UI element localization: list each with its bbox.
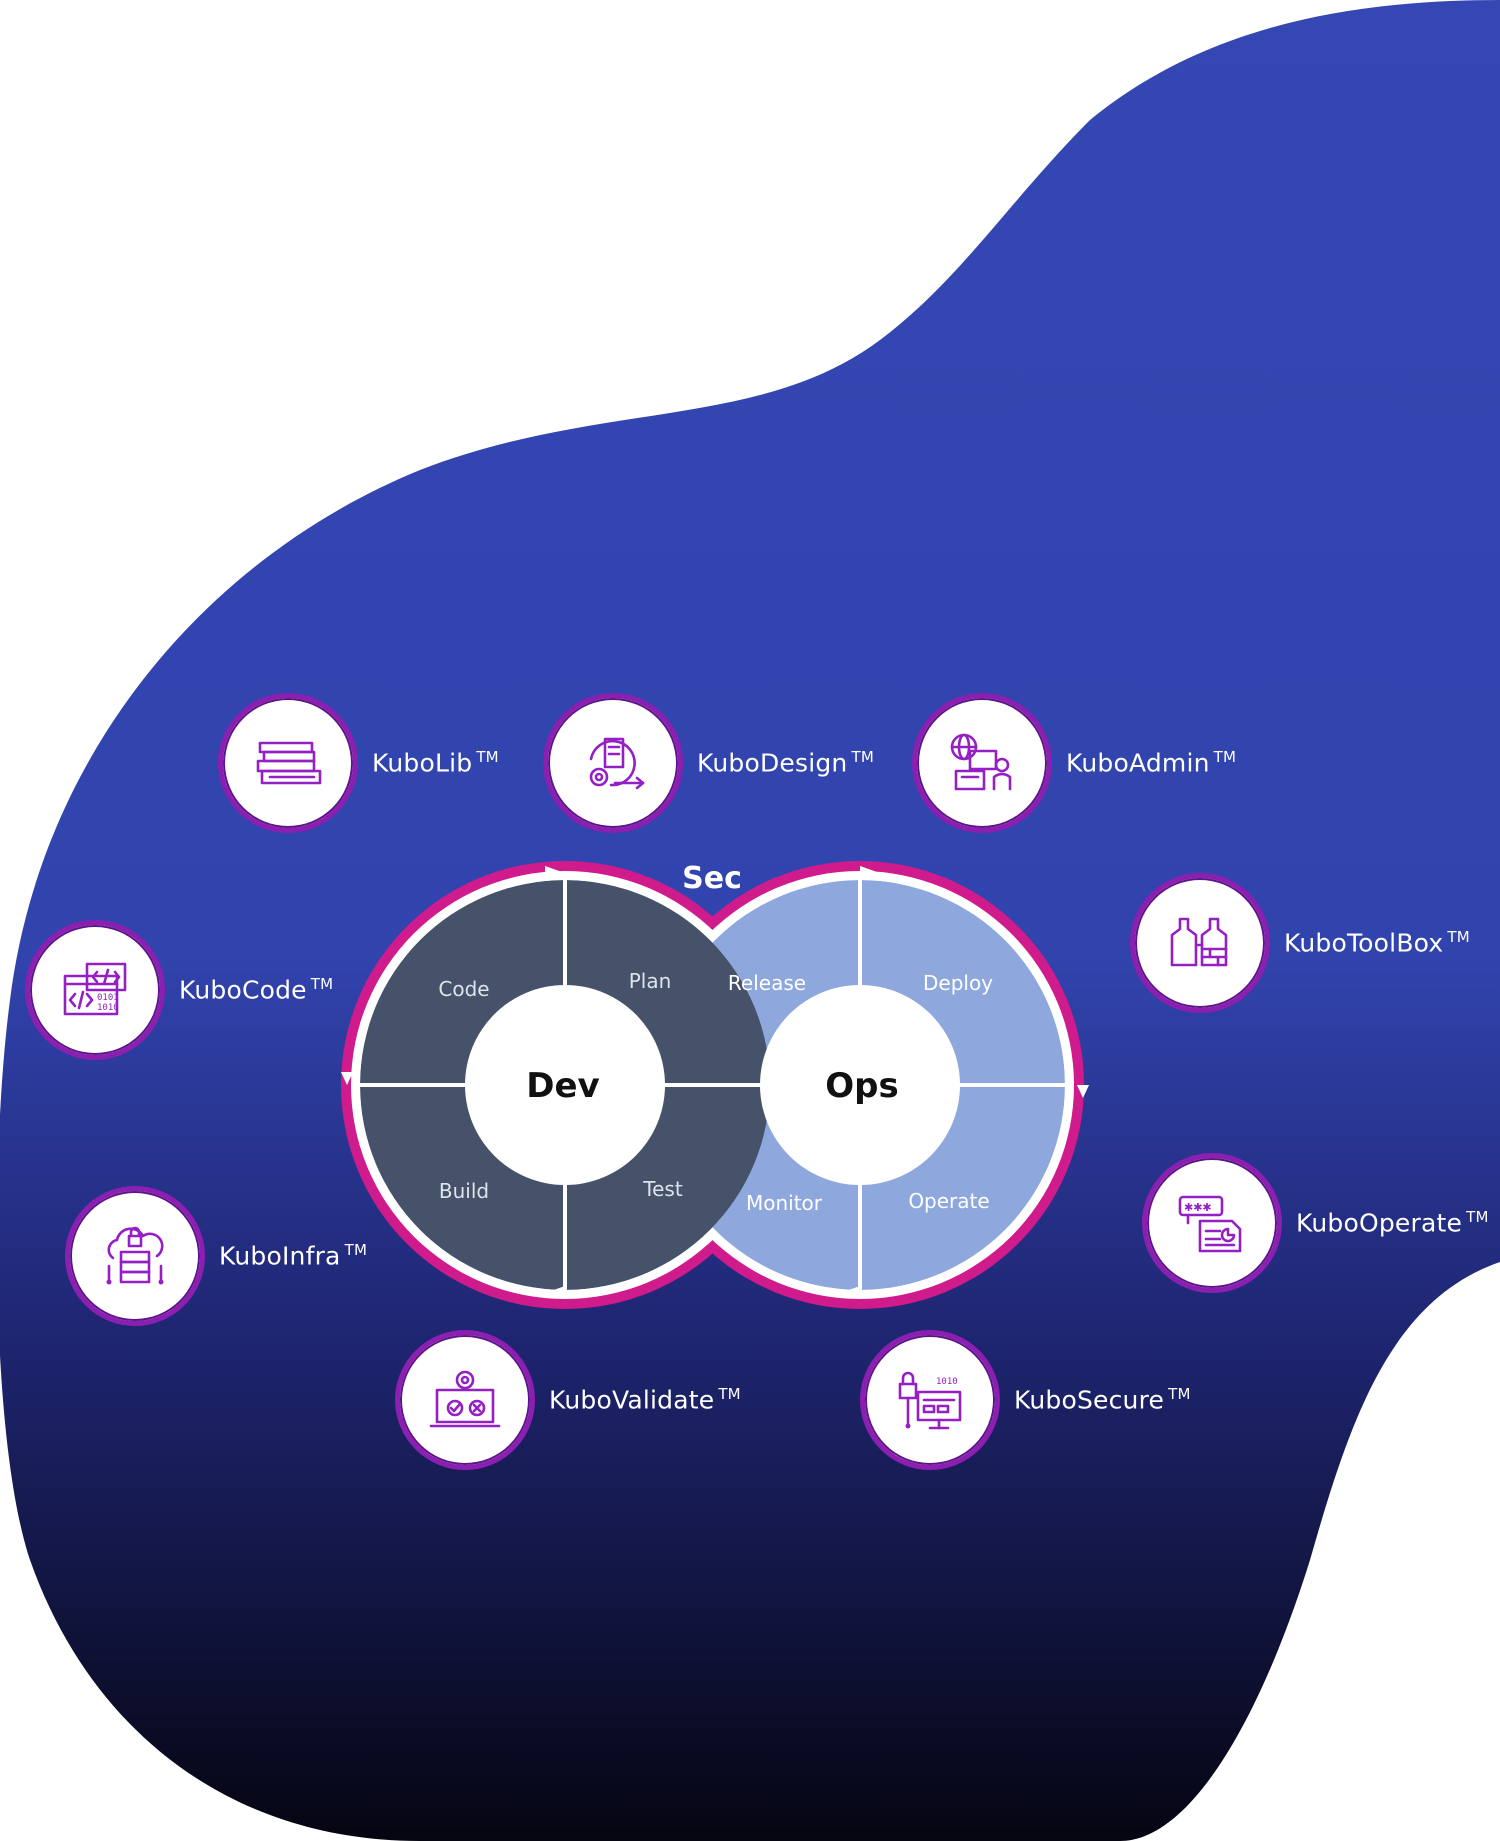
trademark: TM (1168, 1385, 1191, 1404)
tool-bubble: 1010 (860, 1330, 1000, 1470)
tool-bubble (65, 1186, 205, 1326)
trademark: TM (310, 975, 334, 994)
loop-arrows (341, 866, 1089, 1298)
tool-bubble (218, 693, 358, 833)
svg-text:0101: 0101 (97, 993, 119, 1003)
segment-monitor: Monitor (746, 1191, 823, 1215)
tool-bubble (1130, 873, 1270, 1013)
ops-hub (760, 985, 960, 1185)
dev-label: Dev (526, 1066, 599, 1106)
segment-operate: Operate (908, 1189, 989, 1213)
tool-label: KuboSecure (1014, 1385, 1165, 1415)
trademark: TM (476, 748, 499, 767)
operate-report-icon: ✱✱✱ (1178, 1195, 1242, 1253)
tool-label: KuboOperate (1296, 1208, 1463, 1238)
trademark: TM (1466, 1208, 1489, 1227)
tool-bubble (912, 693, 1052, 833)
segment-release: Release (728, 971, 806, 995)
tool-label: KuboToolBox (1284, 928, 1444, 958)
trademark: TM (718, 1385, 741, 1404)
tool-label: KuboCode (179, 975, 307, 1005)
tool-label: KuboValidate (549, 1385, 715, 1415)
design-cycle-icon (589, 737, 645, 790)
trademark: TM (1447, 928, 1470, 947)
tool-label: KuboDesign (697, 748, 848, 778)
sec-label: Sec (682, 861, 742, 896)
segment-plan: Plan (629, 969, 672, 993)
toolbox-icon (1170, 917, 1228, 967)
tool-bubble: ✱✱✱ (1142, 1153, 1282, 1293)
secure-monitor-icon: 1010 (898, 1371, 962, 1430)
segment-code: Code (438, 977, 489, 1001)
trademark: TM (851, 748, 874, 767)
tool-bubble (395, 1330, 535, 1470)
svg-text:1010: 1010 (97, 1003, 119, 1013)
tool-label: KuboLib (372, 748, 473, 778)
svg-text:✱✱✱: ✱✱✱ (1184, 1201, 1212, 1214)
tool-label: KuboAdmin (1066, 748, 1210, 778)
cloud-server-icon (106, 1226, 164, 1285)
validate-laptop-icon (429, 1370, 501, 1428)
segment-build: Build (439, 1179, 489, 1203)
books-icon (256, 741, 322, 785)
trademark: TM (1213, 748, 1237, 767)
admin-globe-icon (950, 733, 1012, 791)
tool-bubble: 0101 1010 (25, 920, 165, 1060)
segment-test: Test (642, 1177, 683, 1201)
svg-text:1010: 1010 (936, 1377, 958, 1387)
tool-label: KuboInfra (219, 1241, 341, 1271)
ops-label: Ops (825, 1066, 898, 1106)
code-window-icon: 0101 1010 (63, 962, 127, 1016)
tool-bubble (543, 693, 683, 833)
dev-hub (465, 985, 665, 1185)
trademark: TM (344, 1241, 368, 1260)
segment-deploy: Deploy (923, 971, 993, 995)
